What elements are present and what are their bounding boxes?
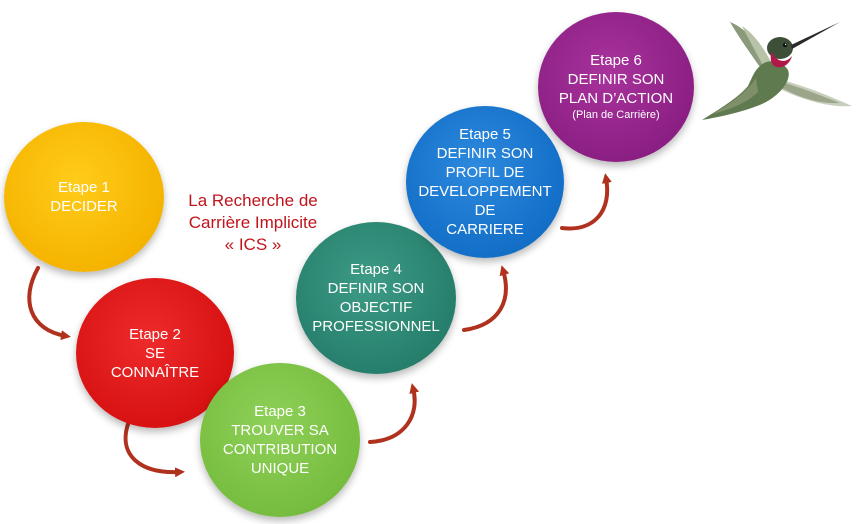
step-text: DE	[474, 202, 496, 219]
step-text: CARRIERE	[446, 221, 524, 238]
curved-arrow-icon	[368, 383, 420, 444]
hummingbird-icon	[702, 22, 852, 120]
step-text: PROFESSIONNEL	[312, 318, 440, 335]
step-1-circle: Etape 1 DECIDER	[4, 122, 164, 272]
curved-arrow-icon	[123, 422, 185, 478]
step-5-circle: Etape 5 DEFINIR SON PROFIL DE DEVELOPPEM…	[406, 106, 564, 258]
step-text: DEFINIR SON	[327, 280, 425, 297]
step-label: Etape 4	[350, 261, 402, 278]
step-2-circle: Etape 2 SE CONNAÎTRE	[76, 278, 234, 428]
step-text: TROUVER SA	[231, 422, 329, 439]
step-label: Etape 6	[590, 52, 642, 69]
step-text: PLAN D’ACTION	[558, 90, 674, 107]
step-subtext: (Plan de Carrière)	[572, 109, 660, 121]
title-line: Carrière Implicite	[188, 213, 318, 232]
title-line: « ICS »	[224, 235, 282, 254]
step-text: SE	[144, 344, 165, 362]
step-text: CONNAÎTRE	[110, 363, 200, 381]
step-text: OBJECTIF	[339, 299, 413, 316]
curved-arrow-icon	[462, 265, 510, 332]
step-label: Etape 1	[58, 179, 110, 196]
step-text: DEVELOPPEMENT	[418, 183, 552, 200]
diagram-title: La Recherche de Carrière Implicite « ICS…	[168, 190, 338, 256]
step-text: DEFINIR SON	[567, 71, 665, 88]
step-label: Etape 3	[254, 403, 306, 420]
title-line: La Recherche de	[188, 191, 318, 210]
step-text: DECIDER	[50, 198, 118, 215]
step-4-circle: Etape 4 DEFINIR SON OBJECTIF PROFESSIONN…	[296, 222, 456, 374]
step-text: CONTRIBUTION	[222, 441, 338, 458]
curved-arrow-icon	[560, 173, 612, 231]
step-3-circle: Etape 3 TROUVER SA CONTRIBUTION UNIQUE	[200, 363, 360, 517]
step-text: DEFINIR SON	[436, 145, 534, 162]
step-text: UNIQUE	[250, 460, 310, 477]
curved-arrow-icon	[27, 266, 71, 341]
step-text: PROFIL DE	[445, 164, 525, 181]
step-label: Etape 5	[459, 126, 511, 143]
step-label: Etape 2	[129, 325, 181, 343]
step-6-circle: Etape 6 DEFINIR SON PLAN D’ACTION (Plan …	[538, 12, 694, 162]
